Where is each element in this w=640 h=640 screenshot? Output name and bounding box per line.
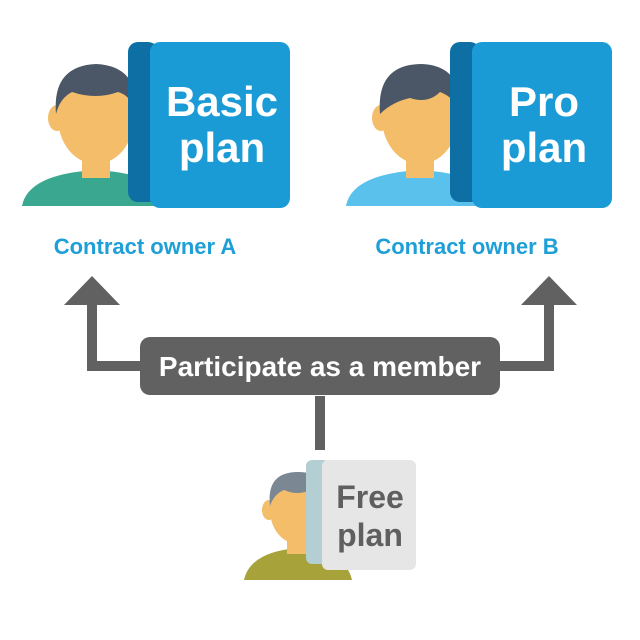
owner-a-card-body bbox=[150, 42, 290, 208]
arrow-to-owner-a bbox=[87, 304, 150, 371]
member-group: Free plan bbox=[244, 460, 416, 580]
member-plan-line2: plan bbox=[337, 517, 403, 553]
member-card-body bbox=[322, 460, 416, 570]
participate-label-box: Participate as a member bbox=[140, 337, 500, 395]
owner-b-plan-line1: Pro bbox=[509, 78, 579, 125]
owner-b-hair bbox=[379, 64, 461, 114]
owner-a-plan-card: Basic plan bbox=[128, 42, 290, 208]
participate-label-bg bbox=[140, 337, 500, 395]
owner-a-face bbox=[58, 72, 134, 164]
owner-b-label: Contract owner B bbox=[375, 234, 558, 259]
owner-a-plan-line1: Basic bbox=[166, 78, 278, 125]
owner-a-plan-line2: plan bbox=[179, 124, 265, 171]
owner-a-label: Contract owner A bbox=[54, 234, 237, 259]
owner-b-plan-line2: plan bbox=[501, 124, 587, 171]
owner-a-hair bbox=[55, 64, 137, 114]
connector-arrows bbox=[64, 276, 577, 450]
owner-b-plan-card: Pro plan bbox=[450, 42, 612, 208]
arrow-head-owner-b bbox=[521, 276, 577, 305]
member-plan-card: Free plan bbox=[306, 460, 416, 570]
owner-b-group: Pro plan Contract owner B bbox=[346, 42, 612, 259]
arrow-head-owner-a bbox=[64, 276, 120, 305]
participate-label-text: Participate as a member bbox=[159, 351, 481, 382]
owner-b-card-body bbox=[472, 42, 612, 208]
member-plan-line1: Free bbox=[336, 479, 404, 515]
owner-a-group: Basic plan Contract owner A bbox=[22, 42, 290, 259]
arrow-to-owner-b bbox=[490, 304, 554, 371]
